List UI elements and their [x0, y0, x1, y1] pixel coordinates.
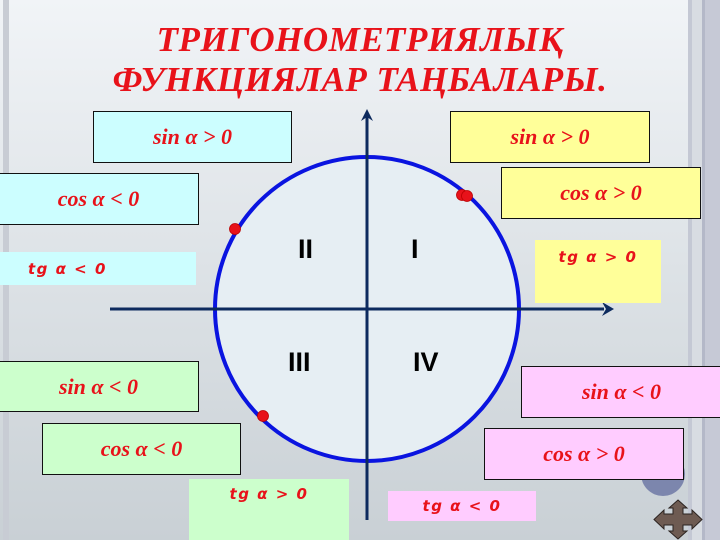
right-edge-strip	[692, 0, 702, 540]
slide-title: ТРИГОНОМЕТРИЯЛЫҚ ФУНКЦИЯЛАР ТАҢБАЛАРЫ.	[0, 20, 720, 100]
quadrant-I-sin-box: sin α > 0	[450, 111, 650, 163]
quadrant-IV-cos-box: cos α > 0	[484, 428, 684, 480]
sin-sign-label: sin α < 0	[58, 373, 139, 399]
quadrant-II-sin-box: sin α > 0	[93, 111, 292, 163]
quadrant-I-cos-box: cos α > 0	[501, 167, 701, 219]
quadrant-label-I: I	[411, 234, 419, 264]
title-line-2: ФУНКЦИЯЛАР ТАҢБАЛАРЫ.	[112, 60, 608, 99]
quadrant-III-cos-box: cos α < 0	[42, 423, 241, 475]
quadrant-IV-tg-box: tg α < 0	[388, 491, 536, 521]
quadrant-IV-sin-box: sin α < 0	[521, 366, 720, 418]
tg-sign-label: tg α > 0	[229, 485, 309, 503]
tg-sign-label: tg α > 0	[558, 248, 638, 266]
right-edge-strip	[688, 0, 692, 540]
title-line-1: ТРИГОНОМЕТРИЯЛЫҚ	[156, 20, 564, 59]
right-edge-strip	[702, 0, 705, 540]
quadrant-I-tg-box: tg α > 0	[535, 240, 661, 303]
sin-sign-label: sin α > 0	[510, 124, 590, 149]
quadrant-label-IV: IV	[413, 347, 439, 377]
quadrant-label-III: III	[288, 347, 311, 377]
sin-sign-label: sin α < 0	[581, 379, 662, 404]
point-quadrant-III	[257, 410, 269, 422]
quadrant-III-tg-box: tg α > 0	[189, 479, 349, 540]
quadrant-II-tg-box: tg α < 0	[0, 252, 196, 285]
cos-sign-label: cos α > 0	[560, 180, 642, 205]
y-axis-arrow-icon	[361, 109, 373, 121]
quadrant-label-II: II	[298, 234, 314, 264]
cos-sign-label: cos α < 0	[57, 186, 140, 211]
quadrant-III-sin-box: sin α < 0	[0, 361, 199, 412]
quadrant-II-cos-box: cos α < 0	[0, 173, 199, 225]
sin-sign-label: sin α > 0	[152, 124, 233, 149]
point-quadrant-I	[461, 190, 473, 202]
cos-sign-label: cos α < 0	[100, 436, 183, 461]
four-way-arrow-icon[interactable]	[652, 499, 704, 540]
tg-sign-label: tg α < 0	[28, 259, 107, 278]
cos-sign-label: cos α > 0	[543, 441, 625, 466]
tg-sign-label: tg α < 0	[422, 497, 502, 515]
point-quadrant-II	[229, 223, 241, 235]
x-axis-arrow-icon	[602, 302, 614, 316]
